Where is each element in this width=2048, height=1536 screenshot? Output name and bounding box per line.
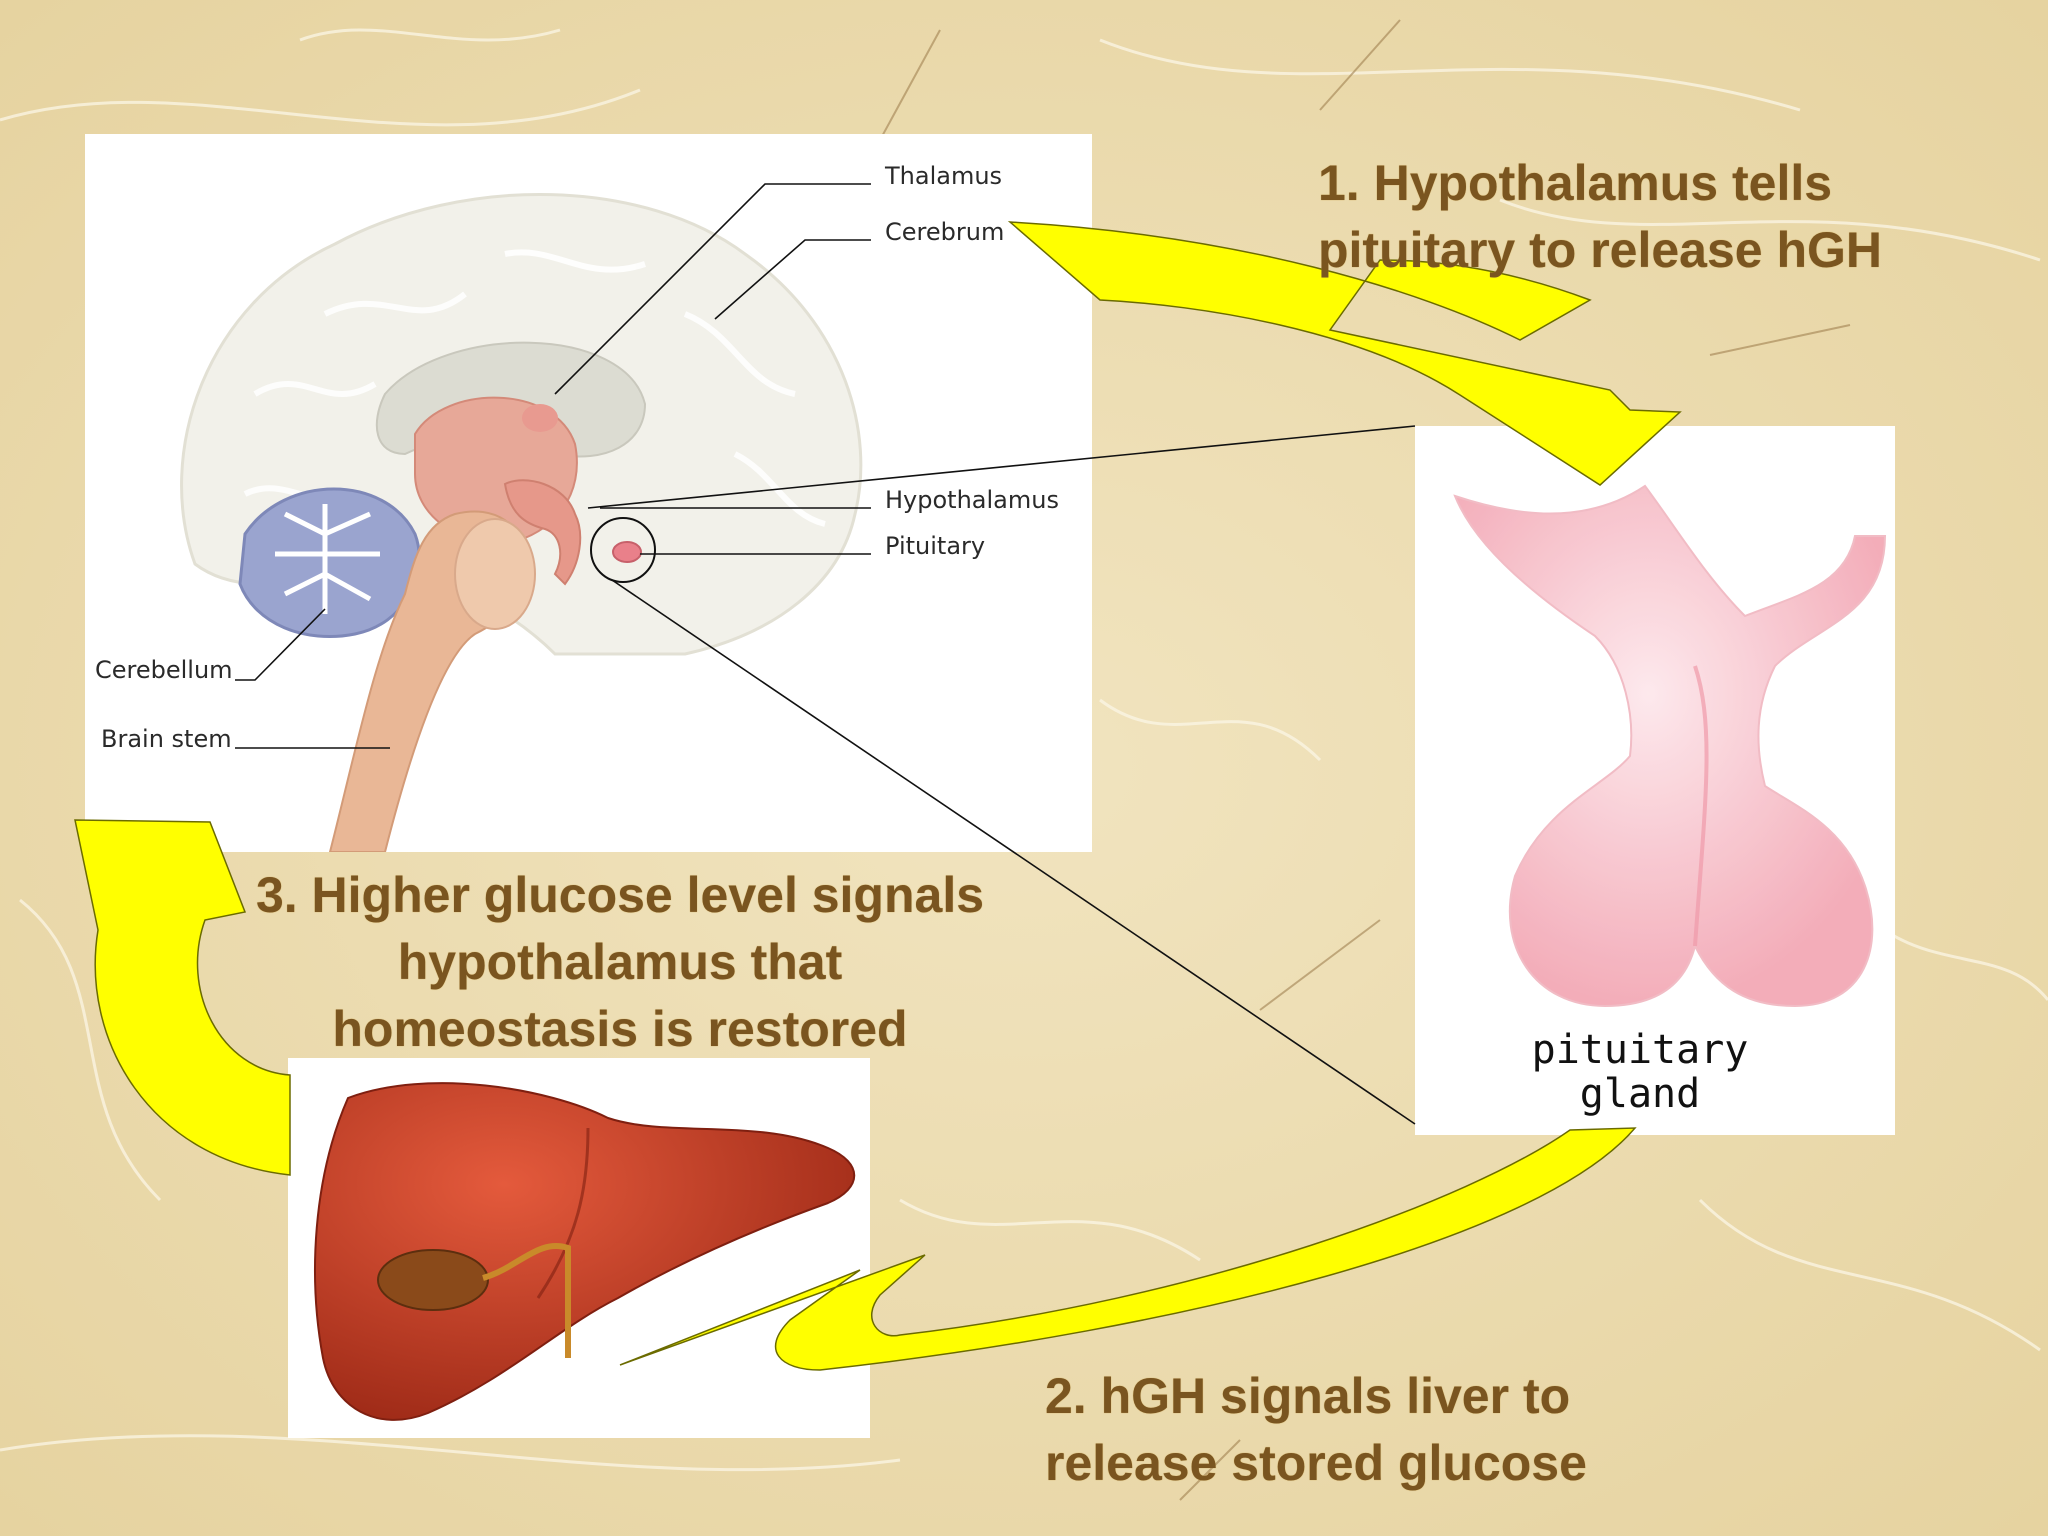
gallbladder-shape bbox=[377, 1249, 489, 1311]
step3-caption: 3. Higher glucose level signals hypothal… bbox=[255, 867, 985, 1057]
pituitary-gland-caption: pituitary gland bbox=[1515, 1028, 1765, 1116]
liver-shape bbox=[314, 1082, 856, 1421]
thalamus-label: Thalamus bbox=[885, 162, 1003, 190]
cerebellum-shape bbox=[238, 487, 421, 639]
pituitary-gland-panel: pituitary gland bbox=[1415, 426, 1895, 1135]
pituitary-shape bbox=[612, 541, 642, 563]
pituitary-gland-illustration bbox=[1453, 484, 1887, 1008]
step1-caption: 1. Hypothalamus tells pituitary to relea… bbox=[1318, 155, 1883, 278]
cerebrum-label: Cerebrum bbox=[885, 218, 1005, 246]
liver-panel bbox=[288, 1058, 870, 1438]
brain-illustration bbox=[180, 183, 871, 852]
cerebellum-label: Cerebellum bbox=[95, 656, 233, 684]
brain-diagram-panel: Thalamus Cerebrum Hypothalamus Pituitary… bbox=[85, 134, 1092, 852]
brain-stem-label: Brain stem bbox=[101, 725, 232, 753]
pituitary-gland-caption-line1: pituitary bbox=[1531, 1027, 1749, 1073]
pituitary-label: Pituitary bbox=[885, 532, 986, 560]
hypothalamus-label: Hypothalamus bbox=[885, 486, 1059, 514]
pituitary-gland-caption-line2: gland bbox=[1579, 1071, 1701, 1117]
liver-illustration bbox=[314, 1082, 856, 1421]
step2-caption: 2. hGH signals liver to release stored g… bbox=[1045, 1368, 1587, 1491]
